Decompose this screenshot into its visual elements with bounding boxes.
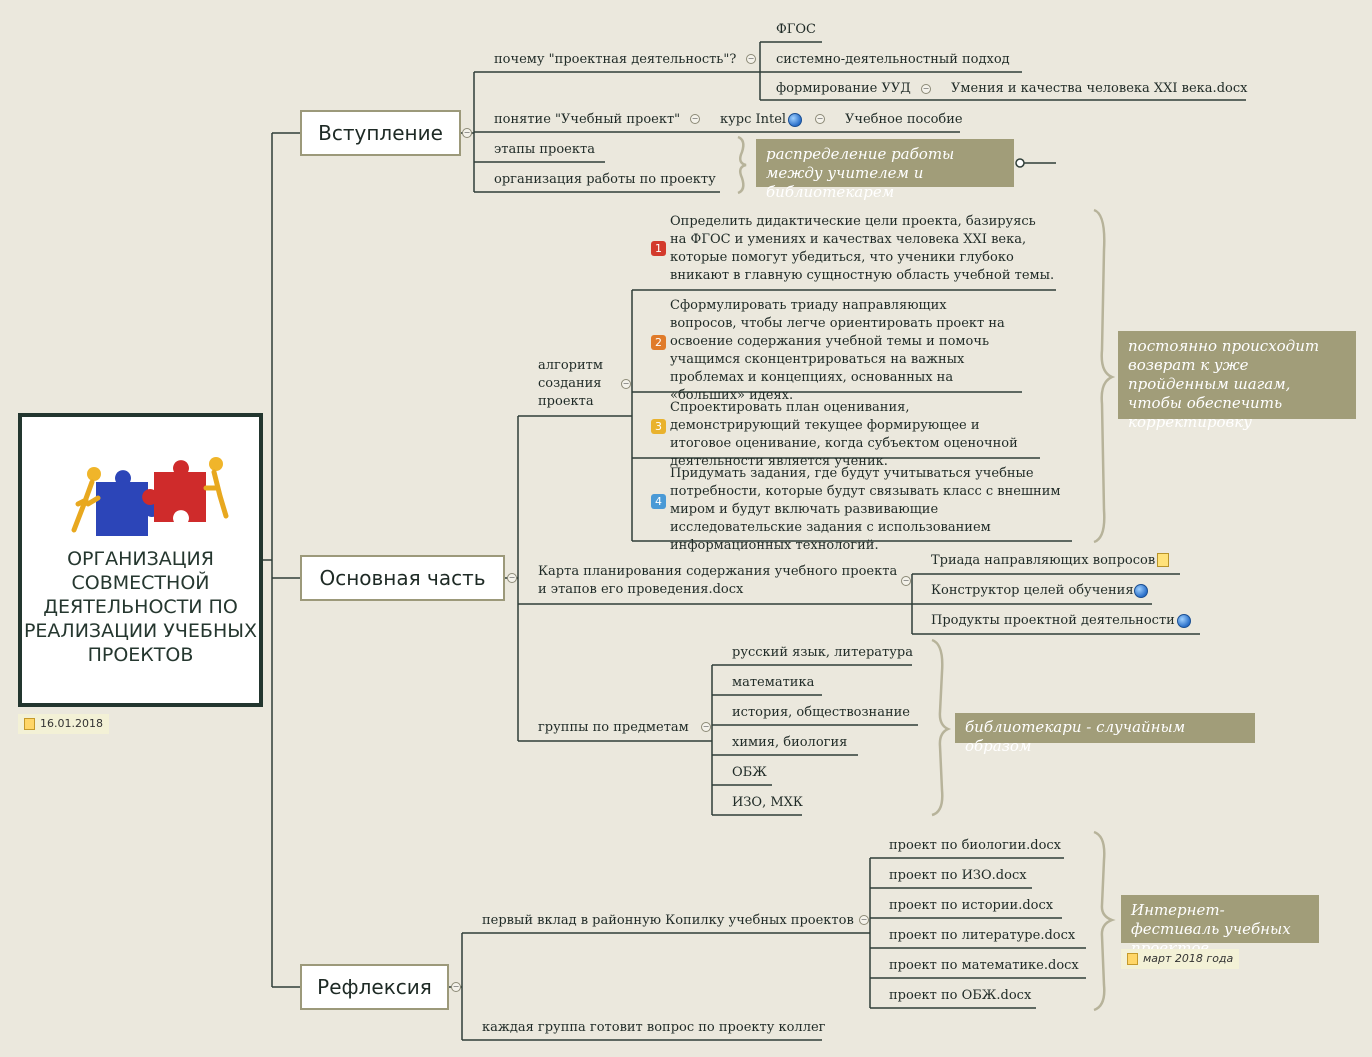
- collapse-icon[interactable]: −: [901, 576, 911, 586]
- project-file[interactable]: проект по литературе.docx: [889, 928, 1076, 943]
- topic-main-label: Основная часть: [319, 566, 486, 590]
- node-concept[interactable]: понятие "Учебный проект": [494, 112, 681, 127]
- node-first-contribution[interactable]: первый вклад в районную Копилку учебных …: [482, 913, 854, 928]
- node-planning-map[interactable]: Карта планирования содержания учебного п…: [538, 564, 898, 597]
- node-stages[interactable]: этапы проекта: [494, 142, 595, 157]
- node-each-group[interactable]: каждая группа готовит вопрос по проекту …: [482, 1020, 826, 1035]
- node-products[interactable]: Продукты проектной деятельности: [931, 613, 1175, 628]
- festival-date-tag: март 2018 года: [1121, 949, 1240, 969]
- globe-link-icon[interactable]: [1177, 614, 1191, 628]
- calendar-icon: [1127, 953, 1138, 965]
- step-2[interactable]: Сформулировать триаду направляющих вопро…: [670, 298, 1005, 403]
- date-tag: 16.01.2018: [18, 714, 109, 734]
- node-systemic-approach[interactable]: системно-деятельностный подход: [776, 52, 1010, 67]
- subject-item[interactable]: ИЗО, МХК: [732, 795, 803, 810]
- node-triad[interactable]: Триада направляющих вопросов: [931, 553, 1156, 568]
- collapse-icon[interactable]: −: [621, 379, 631, 389]
- central-title: ОРГАНИЗАЦИЯ СОВМЕСТНОЙ ДЕЯТЕЛЬНОСТИ ПО Р…: [23, 548, 258, 666]
- priority-2-icon: 2: [651, 335, 666, 350]
- project-file[interactable]: проект по биологии.docx: [889, 838, 1062, 853]
- project-file[interactable]: проект по ИЗО.docx: [889, 868, 1027, 883]
- topic-intro[interactable]: Вступление: [300, 110, 461, 156]
- note-icon[interactable]: [1157, 553, 1169, 567]
- date-tag-text: 16.01.2018: [40, 717, 103, 730]
- callout-distribution[interactable]: распределение работы между учителем и би…: [756, 139, 1014, 201]
- callout-iteration[interactable]: постоянно происходит возврат к уже пройд…: [1118, 331, 1356, 431]
- subject-item[interactable]: история, обществознание: [732, 705, 910, 720]
- node-why-project[interactable]: почему "проектная деятельность"?: [494, 52, 737, 67]
- collapse-icon[interactable]: −: [746, 54, 756, 64]
- calendar-icon: [24, 718, 35, 730]
- node-constructor[interactable]: Конструктор целей обучения: [931, 583, 1134, 598]
- priority-1-icon: 1: [651, 241, 666, 256]
- collapse-icon[interactable]: −: [815, 114, 825, 124]
- node-fgos[interactable]: ФГОС: [776, 22, 817, 37]
- globe-link-icon[interactable]: [1134, 584, 1148, 598]
- topic-reflection[interactable]: Рефлексия: [300, 964, 449, 1010]
- globe-link-icon[interactable]: [788, 113, 802, 127]
- collapse-icon[interactable]: −: [451, 982, 461, 992]
- node-uud-file[interactable]: Умения и качества человека XXI века.docx: [951, 81, 1248, 96]
- topic-main[interactable]: Основная часть: [300, 555, 505, 601]
- step-4[interactable]: Придумать задания, где будут учитываться…: [670, 466, 1061, 553]
- node-manual[interactable]: Учебное пособие: [845, 112, 963, 127]
- node-intel-course[interactable]: курс Intel: [720, 112, 787, 127]
- step-1[interactable]: Определить дидактические цели проекта, б…: [670, 214, 1055, 283]
- callout-librarians[interactable]: библиотекари - случайным образом: [955, 713, 1255, 755]
- central-topic[interactable]: ОРГАНИЗАЦИЯ СОВМЕСТНОЙ ДЕЯТЕЛЬНОСТИ ПО Р…: [18, 413, 263, 707]
- step-3[interactable]: Спроектировать план оценивания, демонстр…: [670, 400, 1018, 469]
- subject-item[interactable]: математика: [732, 675, 815, 690]
- subject-item[interactable]: русский язык, литература: [732, 645, 913, 660]
- collapse-icon[interactable]: −: [690, 114, 700, 124]
- project-file[interactable]: проект по ОБЖ.docx: [889, 988, 1032, 1003]
- collapse-icon[interactable]: −: [507, 573, 517, 583]
- collapse-icon[interactable]: −: [462, 128, 472, 138]
- collapse-icon[interactable]: −: [859, 915, 869, 925]
- priority-4-icon: 4: [651, 494, 666, 509]
- collapse-icon[interactable]: −: [701, 722, 711, 732]
- topic-reflection-label: Рефлексия: [317, 975, 432, 999]
- project-file[interactable]: проект по математике.docx: [889, 958, 1079, 973]
- puzzle-people-icon: [71, 457, 229, 536]
- festival-date-text: март 2018 года: [1143, 952, 1234, 965]
- topic-intro-label: Вступление: [318, 121, 443, 145]
- collapse-icon[interactable]: −: [921, 84, 931, 94]
- project-file[interactable]: проект по истории.docx: [889, 898, 1054, 913]
- node-organization[interactable]: организация работы по проекту: [494, 172, 716, 187]
- node-subject-groups[interactable]: группы по предметам: [538, 720, 689, 735]
- priority-3-icon: 3: [651, 419, 666, 434]
- callout-festival[interactable]: Интернет-фестиваль учебных проектов: [1121, 895, 1319, 957]
- node-uud[interactable]: формирование УУД: [776, 81, 911, 96]
- node-algorithm[interactable]: алгоритм создания проекта: [538, 358, 603, 409]
- subject-item[interactable]: химия, биология: [732, 735, 848, 750]
- subject-item[interactable]: ОБЖ: [732, 765, 767, 780]
